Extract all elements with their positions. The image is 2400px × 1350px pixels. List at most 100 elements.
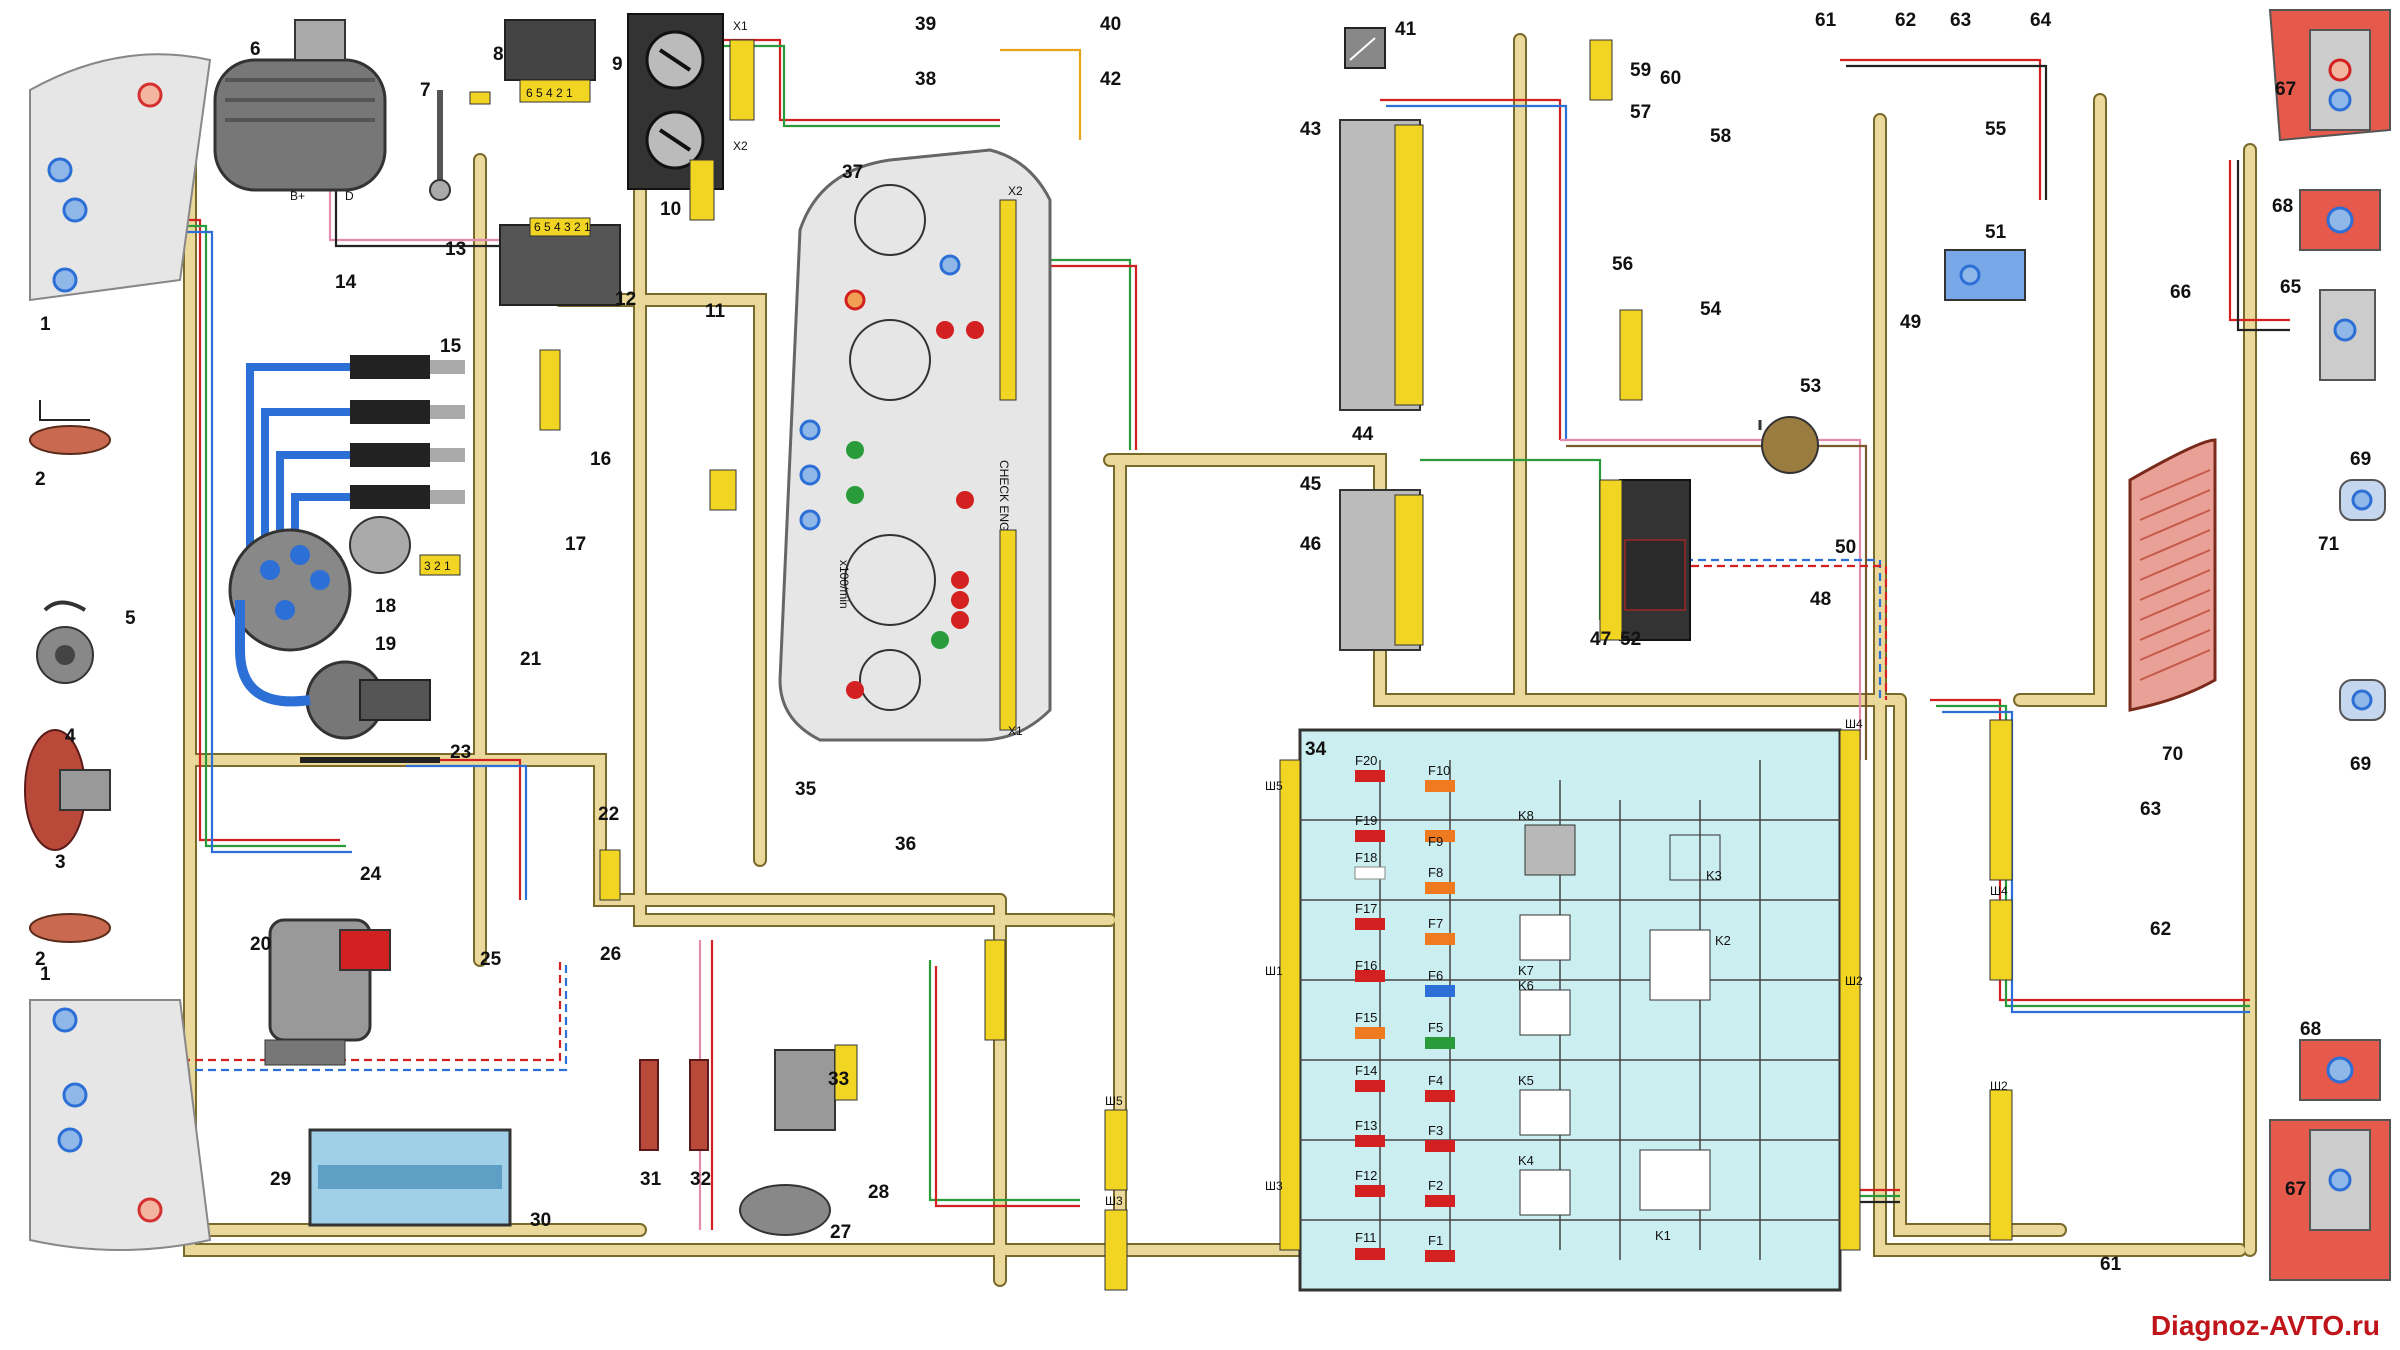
- relay-label-k3: K3: [1706, 868, 1722, 883]
- fuse-label-f17: F17: [1355, 901, 1377, 916]
- fuse-label-f4: F4: [1428, 1073, 1443, 1088]
- cooling-fan-motor: [24, 729, 111, 851]
- lamp-icon: [137, 82, 163, 108]
- label-63: 63: [1950, 10, 1971, 31]
- label-17: 17: [565, 534, 586, 555]
- relay-k3: [1669, 834, 1721, 881]
- fuse-label-f2: F2: [1428, 1178, 1443, 1193]
- label-15: 15: [440, 336, 462, 357]
- label-63b: 63: [2140, 799, 2161, 820]
- label-58: 58: [1710, 126, 1731, 147]
- label-22: 22: [598, 804, 619, 825]
- label-27: 27: [830, 1222, 851, 1243]
- fuse-label-f18: F18: [1355, 850, 1377, 865]
- lamp-icon: [137, 1197, 163, 1223]
- generator: B+ D: [213, 19, 387, 203]
- label-35: 35: [795, 779, 817, 800]
- label-19: 19: [375, 634, 396, 655]
- switch-block-46: [1339, 489, 1424, 651]
- starter: [264, 918, 391, 1066]
- lamp-icon: [57, 1127, 83, 1153]
- label-3: 3: [55, 852, 66, 873]
- svg-text:3 2 1: 3 2 1: [424, 559, 451, 573]
- label-14: 14: [335, 272, 357, 293]
- label-64: 64: [2030, 10, 2052, 31]
- washer-pumps: [639, 1059, 709, 1151]
- headlight-left-bottom: [29, 999, 212, 1251]
- connector-label-x1: X1: [733, 19, 748, 33]
- relay-k5: [1519, 1089, 1571, 1136]
- label-48: 48: [1810, 589, 1831, 610]
- horn: [36, 600, 94, 684]
- lamp-icon: [52, 267, 78, 293]
- label-57: 57: [1630, 102, 1651, 123]
- oil-pressure-sensor: [429, 90, 491, 201]
- fuse-label-f20: F20: [1355, 753, 1377, 768]
- svg-text:6 5 4 3 2 1: 6 5 4 3 2 1: [534, 220, 591, 234]
- svg-text:29: 29: [270, 1169, 291, 1190]
- label-67b: 67: [2285, 1179, 2306, 1200]
- fuse-column-left: [1354, 770, 1386, 1260]
- fuse-label-f16: F16: [1355, 958, 1377, 973]
- label-69b: 69: [2350, 754, 2371, 775]
- label-43: 43: [1300, 119, 1321, 140]
- label-32: 32: [690, 1169, 711, 1190]
- label-12: 12: [615, 289, 636, 310]
- fuse-label-f9: F9: [1428, 834, 1443, 849]
- label-41: 41: [1395, 19, 1417, 40]
- label-68b: 68: [2300, 1019, 2321, 1040]
- fog-lamp-top: [29, 400, 111, 455]
- label-52: 52: [1620, 629, 1641, 650]
- connector-sh3: [1104, 1209, 1128, 1291]
- label-1b: 1: [40, 964, 51, 985]
- label-39: 39: [915, 14, 936, 35]
- label-9: 9: [612, 54, 623, 75]
- label-23: 23: [450, 742, 471, 763]
- label-21: 21: [520, 649, 542, 670]
- voltage-regulator: 6 5 4 3 2 1: [499, 217, 621, 306]
- label-53: 53: [1800, 376, 1821, 397]
- lamp-icon: [62, 197, 88, 223]
- relay-k8: [1524, 824, 1576, 876]
- tail-light-right-68-bottom: [2299, 1039, 2381, 1101]
- tail-light-right-top: [2268, 9, 2391, 142]
- label-1: 1: [40, 314, 51, 335]
- relay-label-k4: K4: [1518, 1153, 1534, 1168]
- fuse-label-f13: F13: [1355, 1118, 1377, 1133]
- connector-label-sh2b: Ш2: [1990, 1079, 2008, 1093]
- label-54: 54: [1700, 299, 1722, 320]
- fuse-label-f3: F3: [1428, 1123, 1443, 1138]
- label-26: 26: [600, 944, 621, 965]
- fuse-label-f12: F12: [1355, 1168, 1377, 1183]
- connector-label-sh3: Ш3: [1265, 1179, 1283, 1193]
- relay-label-k1: K1: [1655, 1228, 1671, 1243]
- label-31: 31: [640, 1169, 662, 1190]
- relay-k4: [1519, 1169, 1571, 1216]
- label-13: 13: [445, 239, 466, 260]
- connector-label-sh5b: Ш5: [1105, 1094, 1123, 1108]
- label-62b: 62: [2150, 919, 2171, 940]
- small-connectors: [539, 39, 2013, 1241]
- tail-light-right-68-top: [2299, 189, 2381, 251]
- fuse-label-f19: F19: [1355, 813, 1377, 828]
- interior-lamp-51: [1944, 249, 2026, 301]
- label-25: 25: [480, 949, 502, 970]
- label-38: 38: [915, 69, 936, 90]
- relay-k1: [1639, 1149, 1711, 1211]
- fuse-column-right: [1425, 780, 1455, 1262]
- relay-k6: [1519, 989, 1571, 1036]
- relay-label-k2: K2: [1715, 933, 1731, 948]
- relay-label-k6: K6: [1518, 978, 1534, 993]
- fuse-labels: F1 F2 F3 F4 F5 F6 F7 F8 F9 F10 F11 F12 F…: [1355, 753, 1450, 1248]
- label-33: 33: [828, 1069, 849, 1090]
- label-60: 60: [1660, 68, 1681, 89]
- label-37: 37: [842, 162, 863, 183]
- label-6: 6: [250, 39, 261, 60]
- connector-label-sh4b: Ш4: [1990, 884, 2008, 898]
- fuse-label-f7: F7: [1428, 916, 1443, 931]
- label-61b: 61: [2100, 1254, 2122, 1275]
- relay-label-k8: K8: [1518, 808, 1534, 823]
- label-59: 59: [1630, 60, 1651, 81]
- connector-label-x2: X2: [733, 139, 748, 153]
